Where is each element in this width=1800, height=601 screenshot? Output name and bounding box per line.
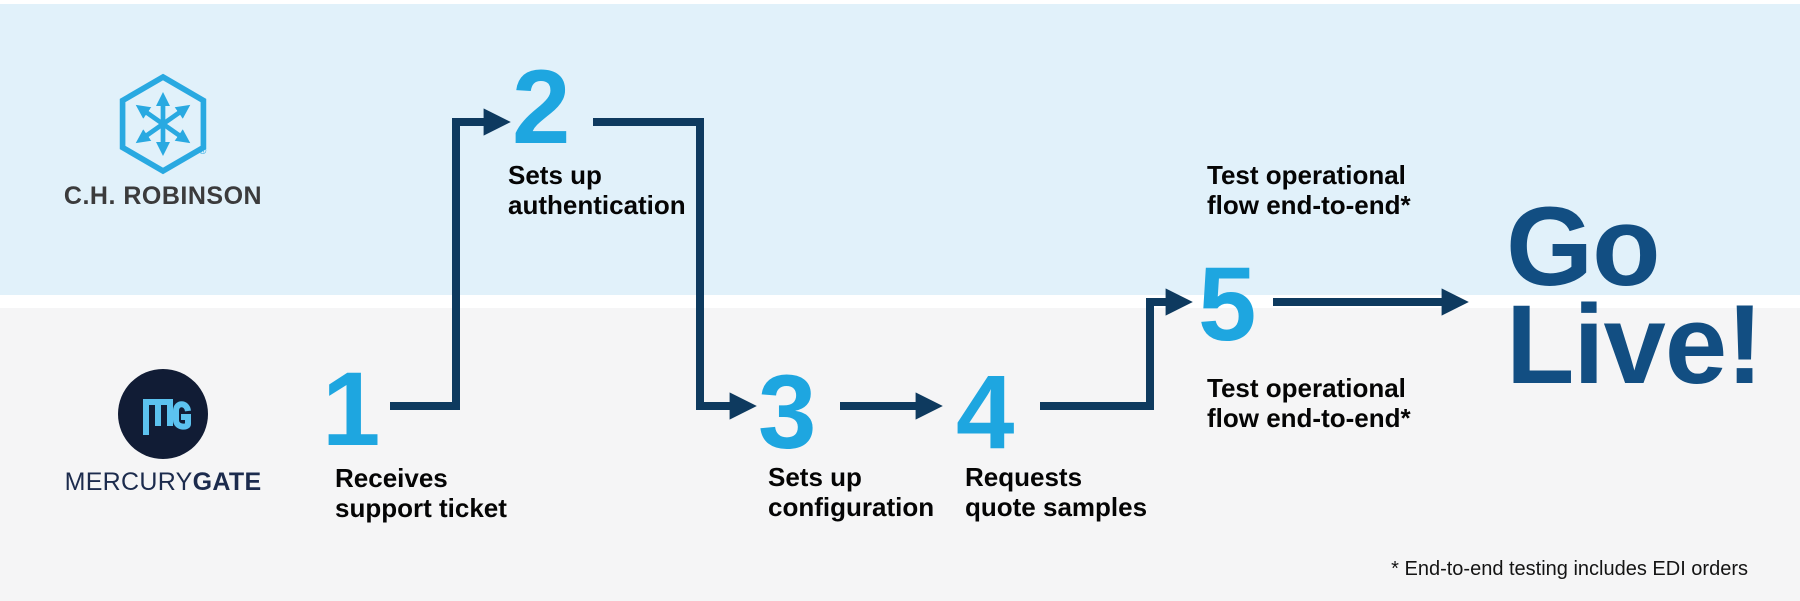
connector-4-to-5-arrow [1040,288,1193,410]
mercurygate-circle-logo-icon [118,369,208,459]
step-5-label-top: Test operational flow end-to-end* [1207,160,1411,220]
mercurygate-wordmark-mercury: MERCURY [64,468,193,496]
step-4-label: Requests quote samples [965,462,1148,522]
step-5-label-bottom: Test operational flow end-to-end* [1207,373,1411,433]
connector-1-to-2-arrow [390,108,511,410]
step-1-label: Receives support ticket [335,463,507,523]
mercurygate-lane [0,308,1800,601]
edi-footnote: * End-to-end testing includes EDI orders [1391,558,1748,580]
chrobinson-lane [0,4,1800,295]
connector-2-to-3-arrow [593,118,757,420]
chrobinson-hexagon-logo-icon [119,73,207,175]
step-5-number: 5 [1198,246,1256,363]
step-4-number: 4 [956,354,1014,471]
step-3-label: Sets up configuration [768,462,935,522]
go-live-outcome: Go Live! [1506,184,1763,407]
chr-registered-mark: ® [199,146,207,157]
chrobinson-wordmark: C.H. ROBINSON [63,182,263,210]
step-1-number: 1 [322,351,380,468]
step-2-label: Sets up authentication [508,160,686,220]
mercurygate-wordmark: MERCURYGATE [53,468,273,497]
step-3-number: 3 [758,354,816,471]
step-2-number: 2 [512,49,570,166]
mercurygate-wordmark-gate: GATE [192,468,262,496]
